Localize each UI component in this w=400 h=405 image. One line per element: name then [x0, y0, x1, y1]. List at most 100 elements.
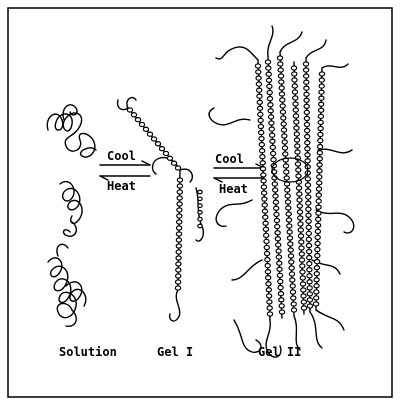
helix-bead [262, 214, 269, 220]
helix-bead [283, 175, 290, 181]
helix-bead [292, 101, 299, 107]
helix-bead [316, 168, 323, 174]
helix-bead [276, 272, 284, 279]
helix-bead [264, 256, 271, 263]
helix-bead [293, 131, 300, 137]
helix-bead [197, 189, 203, 195]
helix-bead [285, 205, 292, 211]
helix-bead [286, 235, 294, 241]
helix-bead [175, 219, 183, 225]
helix-bead [313, 265, 321, 271]
helix-bead [268, 120, 275, 126]
helix-bead [300, 293, 307, 299]
helix-bead [268, 132, 276, 138]
helix-bead [269, 150, 277, 157]
helix-bead [197, 203, 203, 208]
helix-bead [305, 218, 312, 224]
helix-bead [300, 299, 307, 305]
helix-bead [287, 253, 295, 259]
helix-bead [263, 232, 270, 239]
helix-bead [313, 289, 320, 295]
helix-bead [305, 200, 312, 206]
helix-bead [279, 103, 286, 109]
helix-bead [176, 177, 184, 183]
helix-bead [313, 271, 320, 277]
helix-bead [318, 89, 325, 95]
helix-bead [294, 149, 301, 155]
helix-bead [305, 212, 312, 218]
helix-bead [306, 273, 313, 279]
helix-bead [266, 83, 273, 90]
helix-bead [257, 123, 265, 130]
helix-bead [302, 67, 310, 73]
helix-bead [260, 172, 267, 178]
cool-arrow-1-head [141, 160, 151, 166]
helix-bead [287, 247, 294, 253]
helix-bead [277, 291, 285, 297]
helix-bead [306, 291, 313, 297]
helix-bead [272, 193, 279, 199]
heat-label-1: Heat [107, 179, 136, 193]
helix-bead [176, 213, 183, 219]
helix-bead [258, 129, 265, 136]
helix-bead [278, 303, 285, 309]
helix-bead [297, 233, 305, 239]
helix-bead [287, 241, 294, 247]
helix-bead [318, 71, 326, 77]
helix-bead [197, 223, 203, 229]
helix-bead [295, 167, 302, 173]
helix-bead [265, 71, 272, 77]
helix-bead [280, 127, 288, 133]
helix-bead [304, 188, 312, 194]
helix-bead [263, 238, 270, 245]
transition-arrows [99, 160, 265, 183]
helix-bead [176, 189, 183, 195]
helix-bead [276, 55, 284, 61]
helix-bead [306, 267, 313, 273]
helix-bead [313, 277, 320, 283]
helix-bead [284, 187, 291, 193]
helix-bead [263, 244, 270, 251]
helix-bead [256, 93, 263, 99]
helix-bead [273, 217, 281, 224]
helix-bead [316, 162, 323, 168]
helix-bead [313, 258, 321, 265]
helix-bead [260, 178, 267, 184]
helix-bead [302, 61, 310, 67]
helix-bead [176, 195, 183, 201]
helix-bead [175, 267, 182, 273]
helix-bead [317, 113, 325, 120]
helix-bead [298, 251, 305, 257]
helix-bead [285, 217, 293, 223]
helix-bead [278, 79, 285, 85]
helix-bead [281, 145, 289, 151]
helix-bead [296, 203, 303, 209]
helix-bead [314, 252, 321, 259]
helix-bead [175, 231, 183, 237]
helix-bead [315, 192, 322, 198]
helix-bead [266, 95, 274, 102]
helix-bead [317, 119, 324, 126]
helix-bead [138, 121, 146, 128]
helix-bead [317, 131, 324, 138]
helix-bead [275, 242, 282, 248]
helix-bead [288, 259, 295, 265]
helix-bead [258, 141, 265, 148]
helix-bead [271, 181, 278, 187]
helix-bead [303, 73, 310, 79]
helix-bead [306, 303, 314, 309]
helix-bead [312, 301, 320, 307]
stage-label-gel2: Gel II [258, 345, 301, 359]
helix-bead [158, 146, 166, 152]
helix-bead [277, 67, 284, 73]
helix-bead [265, 293, 273, 299]
helix-bead [295, 185, 303, 191]
junction-zone [271, 157, 309, 183]
helix-bead [303, 97, 310, 103]
helix-bead [306, 285, 313, 291]
helix-bead [318, 101, 325, 107]
helix-bead [277, 73, 285, 79]
helix-bead [174, 273, 182, 279]
helix-bead [281, 133, 288, 139]
helix-bead [299, 281, 307, 287]
